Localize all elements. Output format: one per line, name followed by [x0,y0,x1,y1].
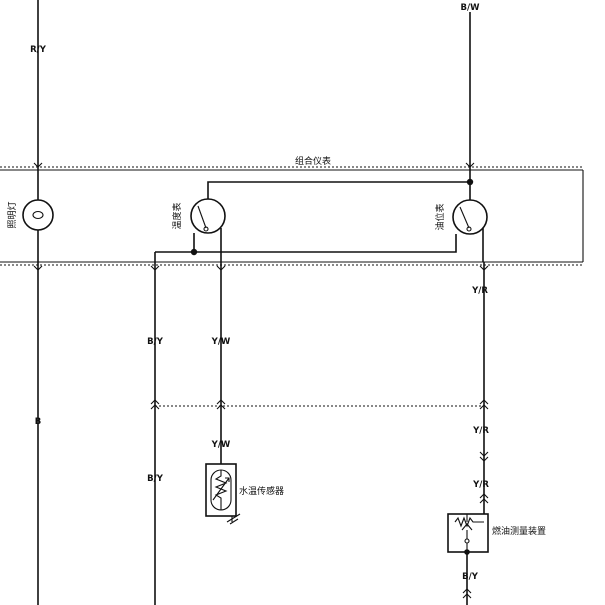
fuel-gauge-label: 油位表 [434,203,446,230]
temp-gauge-label: 温度表 [171,202,183,229]
illumination-lamp-icon [22,199,54,231]
fuel-sender-icon [447,513,489,553]
wire-label-temp-ground-lower: B/Y [147,474,164,484]
wire-label-left-top: R/Y [30,45,47,55]
temp-signal-wire [216,228,226,464]
wire-label-fuel-signal-lower: Y/R [472,480,489,490]
wire-label-fuel-signal: Y/R [471,286,488,296]
cluster-box [0,166,584,266]
fuel-ground-wire [462,549,472,605]
wire-label-temp-ground: B/Y [147,337,164,347]
fuel-sender-label: 燃油测量装置 [492,525,546,537]
wire-label-fuel-signal-mid: Y/R [472,426,489,436]
wire-label-temp-signal-lower: Y/W [211,440,231,450]
wire-label-left-bottom: B [35,417,41,427]
water-temp-sensor-label: 水温传感器 [239,485,284,497]
water-temp-sensor-icon [205,463,241,525]
temp-gauge-icon [190,198,226,234]
wire-label-fuel-ground: B/Y [462,572,479,582]
wire-label-temp-signal: Y/W [211,337,231,347]
wire-label-right-top: B/W [461,3,481,13]
fuel-gauge-icon [452,199,488,235]
left-wire [33,0,43,605]
cluster-label: 组合仪表 [295,155,331,167]
right-top-wire [465,12,475,182]
temp-ground-wire [150,252,160,605]
cluster-internal-wiring [155,178,474,256]
illumination-lamp-label: 照明灯 [7,201,18,228]
fuel-signal-wire [479,228,489,514]
